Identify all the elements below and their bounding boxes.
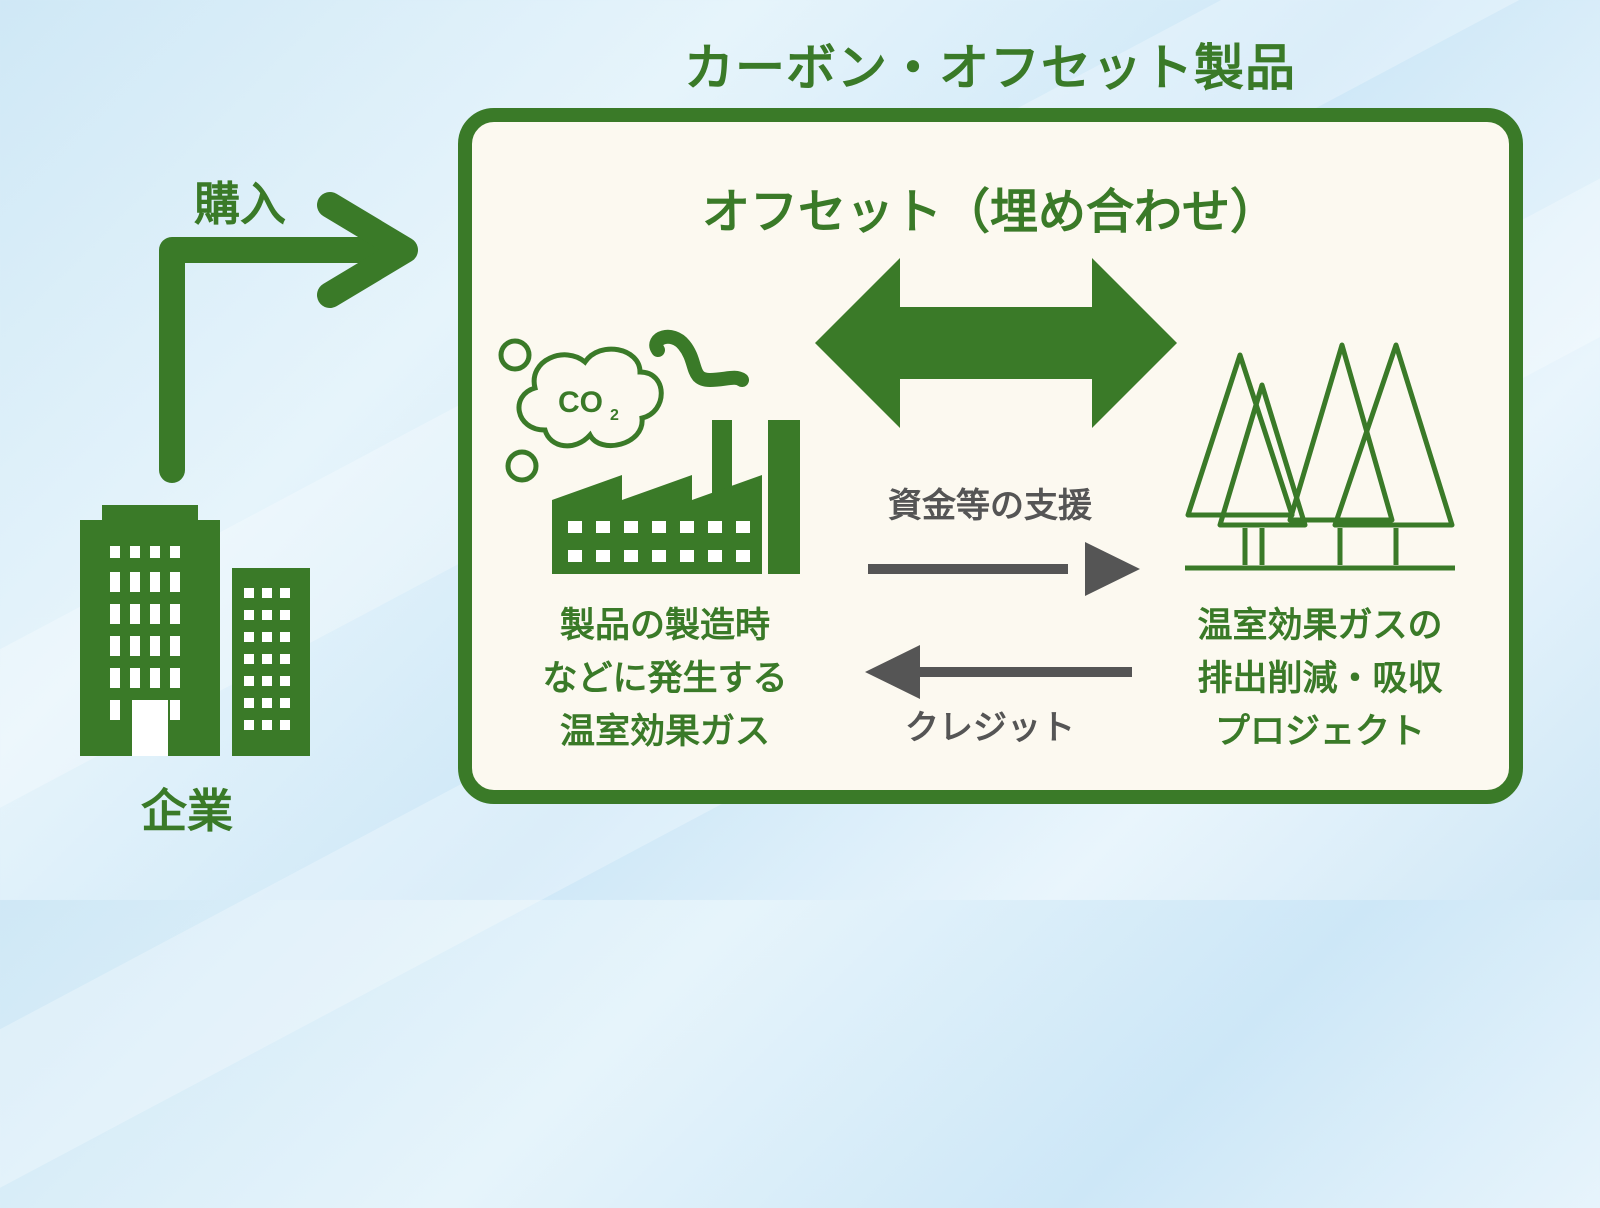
offset-double-arrow — [815, 258, 1177, 428]
support-label: 資金等の支援 — [888, 486, 1092, 526]
purchase-label: 購入 — [194, 177, 286, 231]
forest-icon — [1185, 342, 1455, 571]
co2-cloud-icon — [498, 338, 664, 483]
project-caption-line: プロジェクト — [1214, 712, 1425, 752]
credit-label: クレジット — [905, 708, 1075, 748]
credit-arrow — [865, 645, 1132, 699]
diagram-graphics: CO 2 — [80, 192, 1455, 756]
support-arrow — [868, 542, 1140, 596]
project-caption: 温室効果ガスの 排出削減・吸収 プロジェクト — [1155, 600, 1485, 759]
factory-icon — [552, 329, 800, 574]
emissions-caption: 製品の製造時 などに発生する 温室効果ガス — [505, 600, 825, 759]
purchase-arrow — [159, 192, 418, 483]
project-caption-line: 排出削減・吸収 — [1197, 659, 1443, 699]
project-caption-line: 温室効果ガスの — [1197, 606, 1443, 646]
emissions-caption-line: 温室効果ガス — [559, 712, 770, 752]
company-label: 企業 — [141, 784, 233, 838]
emissions-caption-line: 製品の製造時 — [559, 606, 770, 646]
co2-subscript: 2 — [610, 407, 619, 424]
co2-label: CO — [558, 386, 603, 419]
emissions-caption-line: などに発生する — [542, 659, 788, 699]
offset-product-panel — [458, 108, 1523, 804]
diagram-title: カーボン・オフセット製品 — [684, 39, 1296, 97]
company-building-icon — [80, 505, 310, 756]
offset-title: オフセット（埋め合わせ） — [701, 184, 1278, 240]
